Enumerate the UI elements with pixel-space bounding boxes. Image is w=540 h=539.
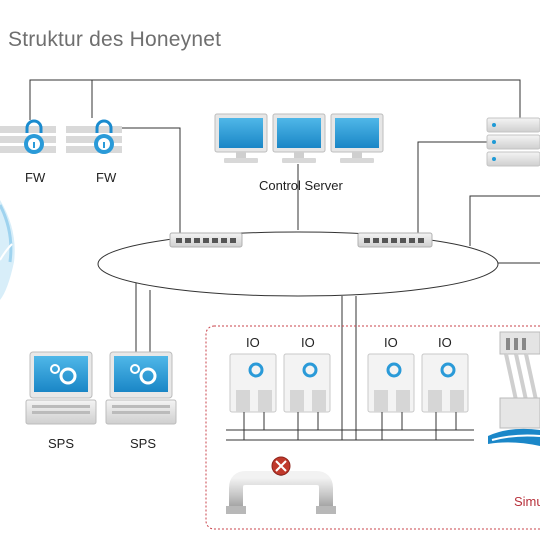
diagram-title: Struktur des Honeynet: [8, 28, 222, 51]
switch-right[interactable]: [357, 232, 433, 248]
firewall-right[interactable]: [66, 119, 122, 154]
io-label-4: IO: [438, 335, 452, 350]
simulation-label: Simu: [514, 494, 540, 509]
field-connections: [135, 283, 357, 440]
io-bus: [226, 412, 474, 441]
pipe-valve[interactable]: [226, 456, 336, 514]
control-server-label: Control Server: [259, 178, 343, 193]
io-label-1: IO: [246, 335, 260, 350]
gear-icon: [440, 362, 456, 378]
simulation-area-frame: [205, 325, 540, 530]
hydro-plant-icon: [488, 331, 540, 446]
sps-right-device[interactable]: [105, 351, 177, 425]
internet-globe-icon: [0, 200, 15, 300]
server-rack[interactable]: [486, 117, 540, 167]
gear-icon: [130, 364, 157, 385]
monitor-icon: [330, 113, 384, 163]
gear-icon: [386, 362, 402, 378]
io-module-4[interactable]: [421, 353, 469, 413]
io-label-2: IO: [301, 335, 315, 350]
gear-icon: [302, 362, 318, 378]
sps-left-label: SPS: [48, 436, 75, 451]
valve-icon: [271, 456, 291, 476]
monitor-icon: [272, 113, 326, 163]
io-module-3[interactable]: [367, 353, 415, 413]
fw-left-label: FW: [25, 170, 46, 185]
monitor-icon: [214, 113, 268, 163]
io-module-2[interactable]: [283, 353, 331, 413]
switch-left[interactable]: [169, 232, 243, 248]
wan-connections: [29, 79, 540, 264]
gear-icon: [50, 364, 77, 385]
sps-right-label: SPS: [130, 436, 157, 451]
control-server-monitors[interactable]: [214, 113, 384, 163]
io-module-1[interactable]: [229, 353, 277, 413]
io-label-3: IO: [384, 335, 398, 350]
fw-right-label: FW: [96, 170, 117, 185]
lock-icon: [94, 119, 114, 154]
firewall-left[interactable]: [0, 119, 56, 154]
gear-icon: [248, 362, 264, 378]
network-bus-ellipse: [97, 231, 499, 297]
sps-left-device[interactable]: [25, 351, 97, 425]
lock-icon: [24, 119, 44, 154]
